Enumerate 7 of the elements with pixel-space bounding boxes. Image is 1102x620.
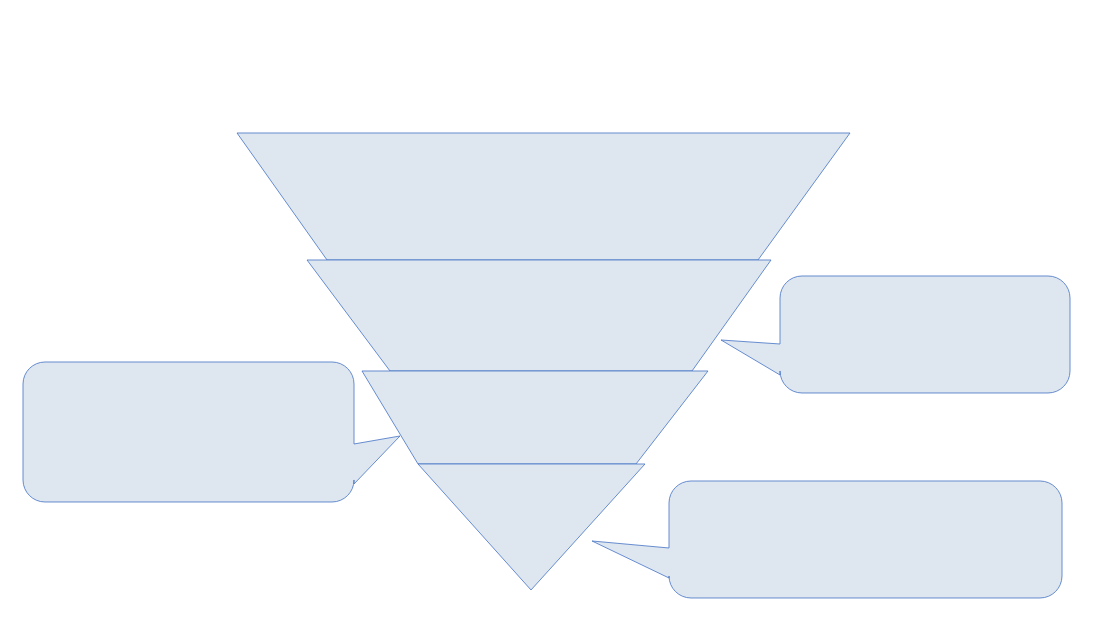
speech-bubble [591, 480, 1063, 599]
funnel-layer [306, 259, 772, 372]
funnel-layer [417, 463, 646, 591]
funnel-layer [361, 370, 709, 465]
speech-bubble [720, 275, 1071, 394]
funnel-layer [236, 132, 851, 261]
speech-bubble [22, 361, 401, 503]
